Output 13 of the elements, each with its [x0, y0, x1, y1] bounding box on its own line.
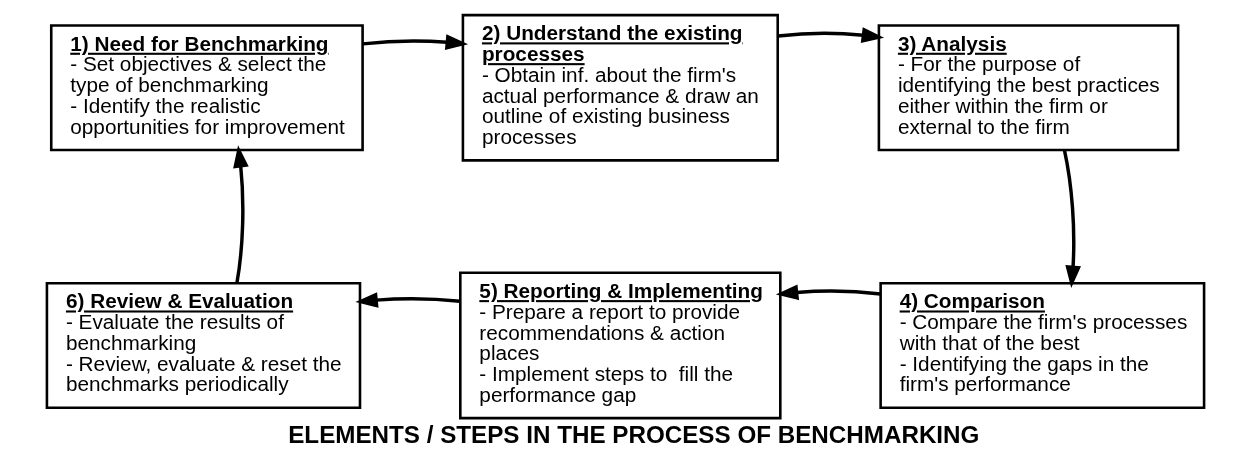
- node-box: 6) Review & Evaluation - Evaluate the results of benchmarking - Review, evaluate & reset the benchmarks periodically: [45, 281, 362, 410]
- arrow: [362, 34, 469, 50]
- node-box: 2) Understand the existing processes - Obtain inf. about the firm's actual performance & draw an outline of existing business processes: [461, 13, 779, 162]
- node-box: 1) Need for Benchmarking - Set objectives & select the type of benchmarking - Identify the realistic opportunities for improvement: [49, 24, 364, 152]
- node-box: 5) Reporting & Implementing - Prepare a report to provide recommendations & action places - Implement steps to fill the performance gap: [459, 271, 782, 420]
- node-box: 4) Comparison - Compare the firm's processes with that of the best - Identifying the gaps in the firm's performance: [879, 281, 1206, 410]
- arrow: [775, 284, 881, 301]
- arrow: [778, 27, 885, 43]
- node-box: 3) Analysis - For the purpose of identifying the best practices either within the firm or external to the firm: [877, 24, 1180, 152]
- arrow: [1062, 150, 1081, 289]
- diagram-title: ELEMENTS / STEPS IN THE PROCESS OF BENCHMARKING: [288, 420, 980, 448]
- arrow: [355, 292, 461, 308]
- arrow: [233, 145, 249, 284]
